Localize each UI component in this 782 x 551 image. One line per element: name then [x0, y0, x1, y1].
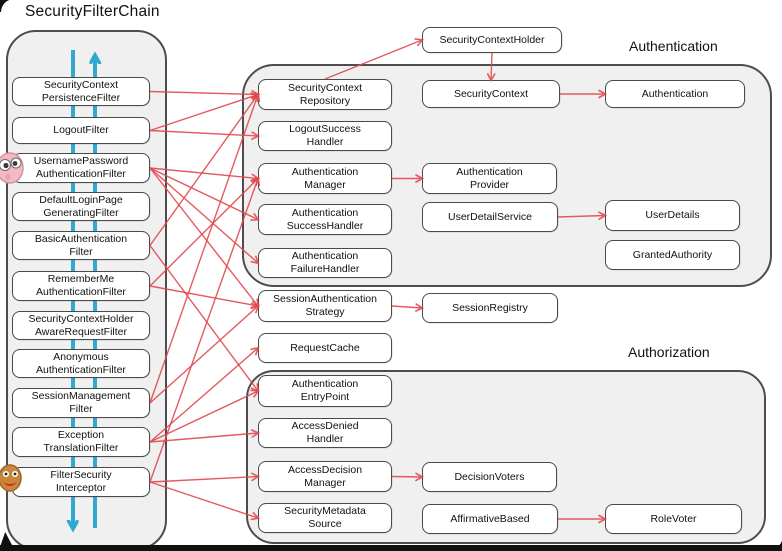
node-granted-authority: GrantedAuthority: [605, 240, 740, 270]
node-logout-filter: LogoutFilter: [12, 117, 150, 144]
node-decision-voters: DecisionVoters: [422, 462, 557, 492]
node-security-context-persistence-filter: SecurityContext PersistenceFilter: [12, 77, 150, 106]
node-authentication-manager: Authentication Manager: [258, 163, 392, 194]
authorization-group-label: Authorization: [628, 344, 710, 360]
node-access-decision-manager: AccessDecision Manager: [258, 461, 392, 492]
node-security-context-holder-aware-request-filter: SecurityContextHolder AwareRequestFilter: [12, 311, 150, 340]
screenshot-corner-artifact-bottom-right: [771, 537, 782, 551]
node-security-metadata-source: SecurityMetadata Source: [258, 503, 392, 533]
screenshot-corner-artifact-top-left: [0, 0, 14, 12]
node-request-cache: RequestCache: [258, 333, 392, 363]
screenshot-bottom-edge-bar: [0, 545, 782, 551]
authentication-group-label: Authentication: [629, 38, 718, 54]
node-security-context-holder: SecurityContextHolder: [422, 27, 562, 53]
node-affirmative-based: AffirmativeBased: [422, 504, 558, 534]
node-security-context: SecurityContext: [422, 80, 560, 108]
node-access-denied-handler: AccessDenied Handler: [258, 418, 392, 448]
node-session-management-filter: SessionManagement Filter: [12, 388, 150, 418]
node-user-detail-service: UserDetailService: [422, 202, 558, 232]
node-session-authentication-strategy: SessionAuthentication Strategy: [258, 290, 392, 322]
node-exception-translation-filter: Exception TranslationFilter: [12, 427, 150, 457]
pink-creature-icon: [0, 152, 24, 184]
diagram-title: SecurityFilterChain: [25, 3, 160, 20]
node-authentication-provider: Authentication Provider: [422, 163, 557, 194]
node-username-password-authentication-filter: UsernamePassword AuthenticationFilter: [12, 153, 150, 183]
node-authentication-entry-point: Authentication EntryPoint: [258, 375, 392, 407]
node-logout-success-handler: LogoutSuccess Handler: [258, 121, 392, 151]
node-default-login-page-generating-filter: DefaultLoginPage GeneratingFilter: [12, 192, 150, 221]
node-security-context-repository: SecurityContext Repository: [258, 79, 392, 110]
node-role-voter: RoleVoter: [605, 504, 742, 534]
brown-creature-icon: [0, 464, 22, 492]
node-session-registry: SessionRegistry: [422, 293, 558, 323]
node-authentication-success-handler: Authentication SuccessHandler: [258, 204, 392, 235]
node-remember-me-authentication-filter: RememberMe AuthenticationFilter: [12, 271, 150, 301]
node-anonymous-authentication-filter: Anonymous AuthenticationFilter: [12, 349, 150, 378]
node-authentication-failure-handler: Authentication FailureHandler: [258, 248, 392, 278]
node-authentication: Authentication: [605, 80, 745, 108]
node-basic-authentication-filter: BasicAuthentication Filter: [12, 231, 150, 260]
arrow-session_strategy-to-session_registry: [391, 303, 425, 312]
node-user-details: UserDetails: [605, 200, 740, 231]
node-filter-security-interceptor: FilterSecurity Interceptor: [12, 467, 150, 497]
